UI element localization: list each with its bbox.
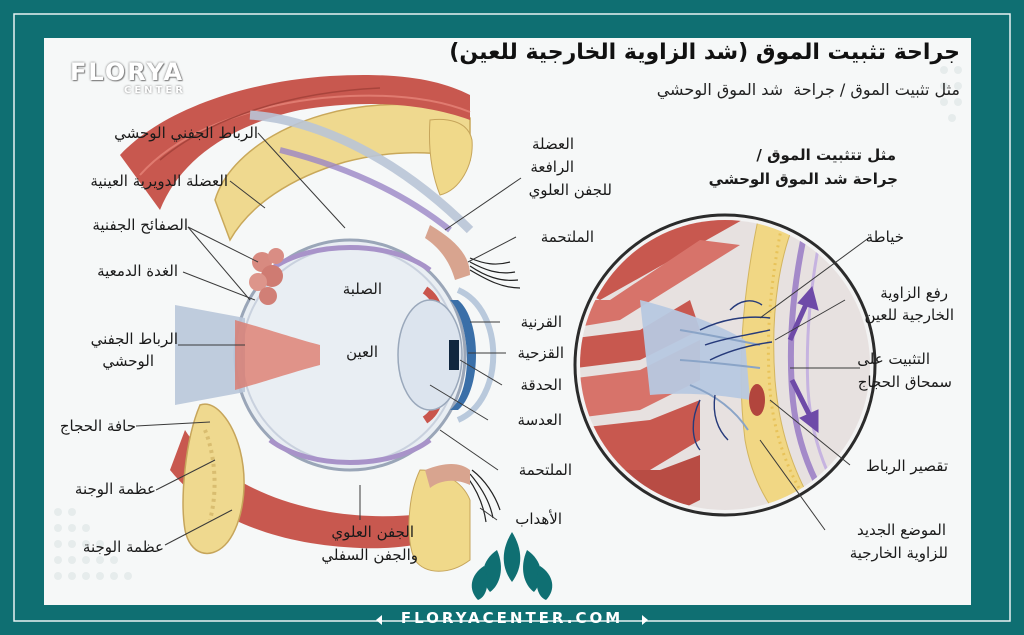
- label-lift-2: الخارجية للعين: [864, 306, 954, 324]
- label-lens: العدسة: [517, 411, 562, 429]
- page-subtitle: مثل تثبيت الموق / جراحة ‪ ‬شد الموق الوح…: [656, 80, 960, 99]
- eye-leader-lines: [135, 132, 522, 546]
- label-lateral-ligament-mid-2: الوحشي: [102, 352, 154, 370]
- label-conjunctiva-bottom: الملتحمة: [518, 461, 572, 479]
- label-eye: العين: [346, 343, 378, 361]
- label-lateral-ligament-mid-1: الرباط الجفني: [90, 330, 178, 348]
- eye-anatomy-illustration: [120, 74, 521, 572]
- footer-arrows: [376, 615, 648, 625]
- florya-lotus-logo: [471, 532, 553, 600]
- label-zygomatic-2: عظمة الوجنة: [82, 538, 164, 556]
- label-eyelids-2: والجفن السفلي: [321, 546, 418, 564]
- label-zygomatic-1: عظمة الوجنة: [74, 480, 156, 498]
- lacrimal-gland-shape: [249, 248, 284, 305]
- brand-logo-text: FLORYA: [70, 58, 185, 86]
- label-new-position-1: الموضع الجديد: [857, 521, 946, 539]
- label-new-position-2: للزاوية الخارجية: [849, 544, 948, 562]
- brand-logo-sub: CENTER: [124, 85, 186, 96]
- label-levator-3: للجفن العلوي: [528, 181, 612, 199]
- label-lateral-ligament-top: الرباط الجفني الوحشي: [114, 124, 258, 142]
- label-shortening: تقصير الرباط: [866, 457, 948, 475]
- label-lift-1: رفع الزاوية: [880, 284, 948, 302]
- label-tarsal-plates: الصفائح الجفنية: [92, 216, 188, 234]
- decor-dots: [54, 66, 962, 580]
- label-lacrimal-gland: الغدة الدمعية: [97, 262, 178, 280]
- label-pupil: الحدقة: [520, 376, 562, 394]
- label-levator-1: العضلة: [532, 135, 574, 153]
- label-fixation-2: سمحاق الحجاج: [857, 373, 952, 391]
- label-eyelids-1: الجفن العلوي: [331, 523, 414, 541]
- detail-heading-2: جراحة شد الموق الوحشي: [708, 170, 898, 188]
- label-eyelashes: الأهداب: [515, 510, 562, 528]
- page-title: جراحة تثبيت الموق (شد الزاوية الخارجية ل…: [449, 40, 960, 65]
- label-levator-2: الرافعة: [530, 158, 574, 176]
- eyelashes-shape: [467, 257, 521, 523]
- lift-arrows: [787, 285, 819, 434]
- detail-circle-illustration: [573, 213, 877, 517]
- detail-heading-1: مثل تتثبيت الموق /: [756, 146, 896, 164]
- detail-leader-lines: [759, 236, 871, 531]
- label-fixation-1: التثبيت على: [857, 350, 930, 368]
- label-sclera: الصلبة: [342, 280, 382, 298]
- label-orbicularis: العضلة الدويرية العينية: [90, 172, 228, 190]
- suture-lines: [692, 300, 773, 451]
- label-cornea: القرنية: [520, 313, 562, 331]
- website-footer[interactable]: FLORYACENTER.COM: [400, 609, 624, 627]
- label-suture: خياطة: [865, 228, 904, 246]
- label-conjunctiva-top: الملتحمة: [540, 228, 594, 246]
- label-orbital-rim: حافة الحجاج: [59, 417, 136, 435]
- label-iris: القزحية: [517, 344, 564, 362]
